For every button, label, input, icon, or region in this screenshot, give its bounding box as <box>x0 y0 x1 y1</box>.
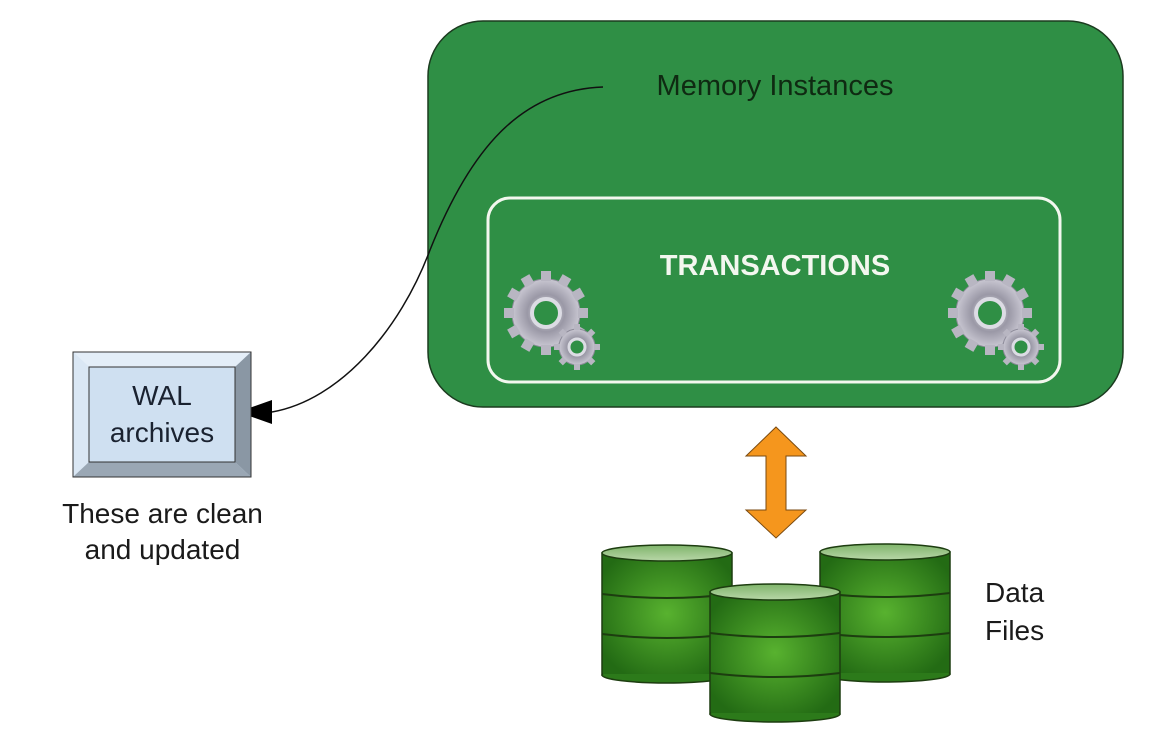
wal-archives-label: WAL archives <box>89 377 235 451</box>
wal-caption: These are clean and updated <box>30 496 295 568</box>
connector-line <box>271 86 604 413</box>
double-arrow-icon <box>744 426 808 539</box>
wal-archives-box <box>72 351 252 478</box>
data-files-line-2: Files <box>985 615 1045 646</box>
wal-line-1: WAL <box>132 380 192 411</box>
arrowhead-icon <box>238 400 272 424</box>
memory-instances-title: Memory Instances <box>656 70 894 102</box>
wal-line-2: archives <box>109 417 215 448</box>
data-files-line-1: Data <box>985 577 1045 608</box>
wal-caption-line-1: These are clean <box>62 498 263 529</box>
transactions-label: TRANSACTIONS <box>659 250 891 282</box>
transactions-box <box>486 196 1062 384</box>
wal-caption-line-2: and updated <box>84 534 241 565</box>
database-icon <box>709 583 841 723</box>
data-files-label: Data Files <box>985 574 1065 650</box>
